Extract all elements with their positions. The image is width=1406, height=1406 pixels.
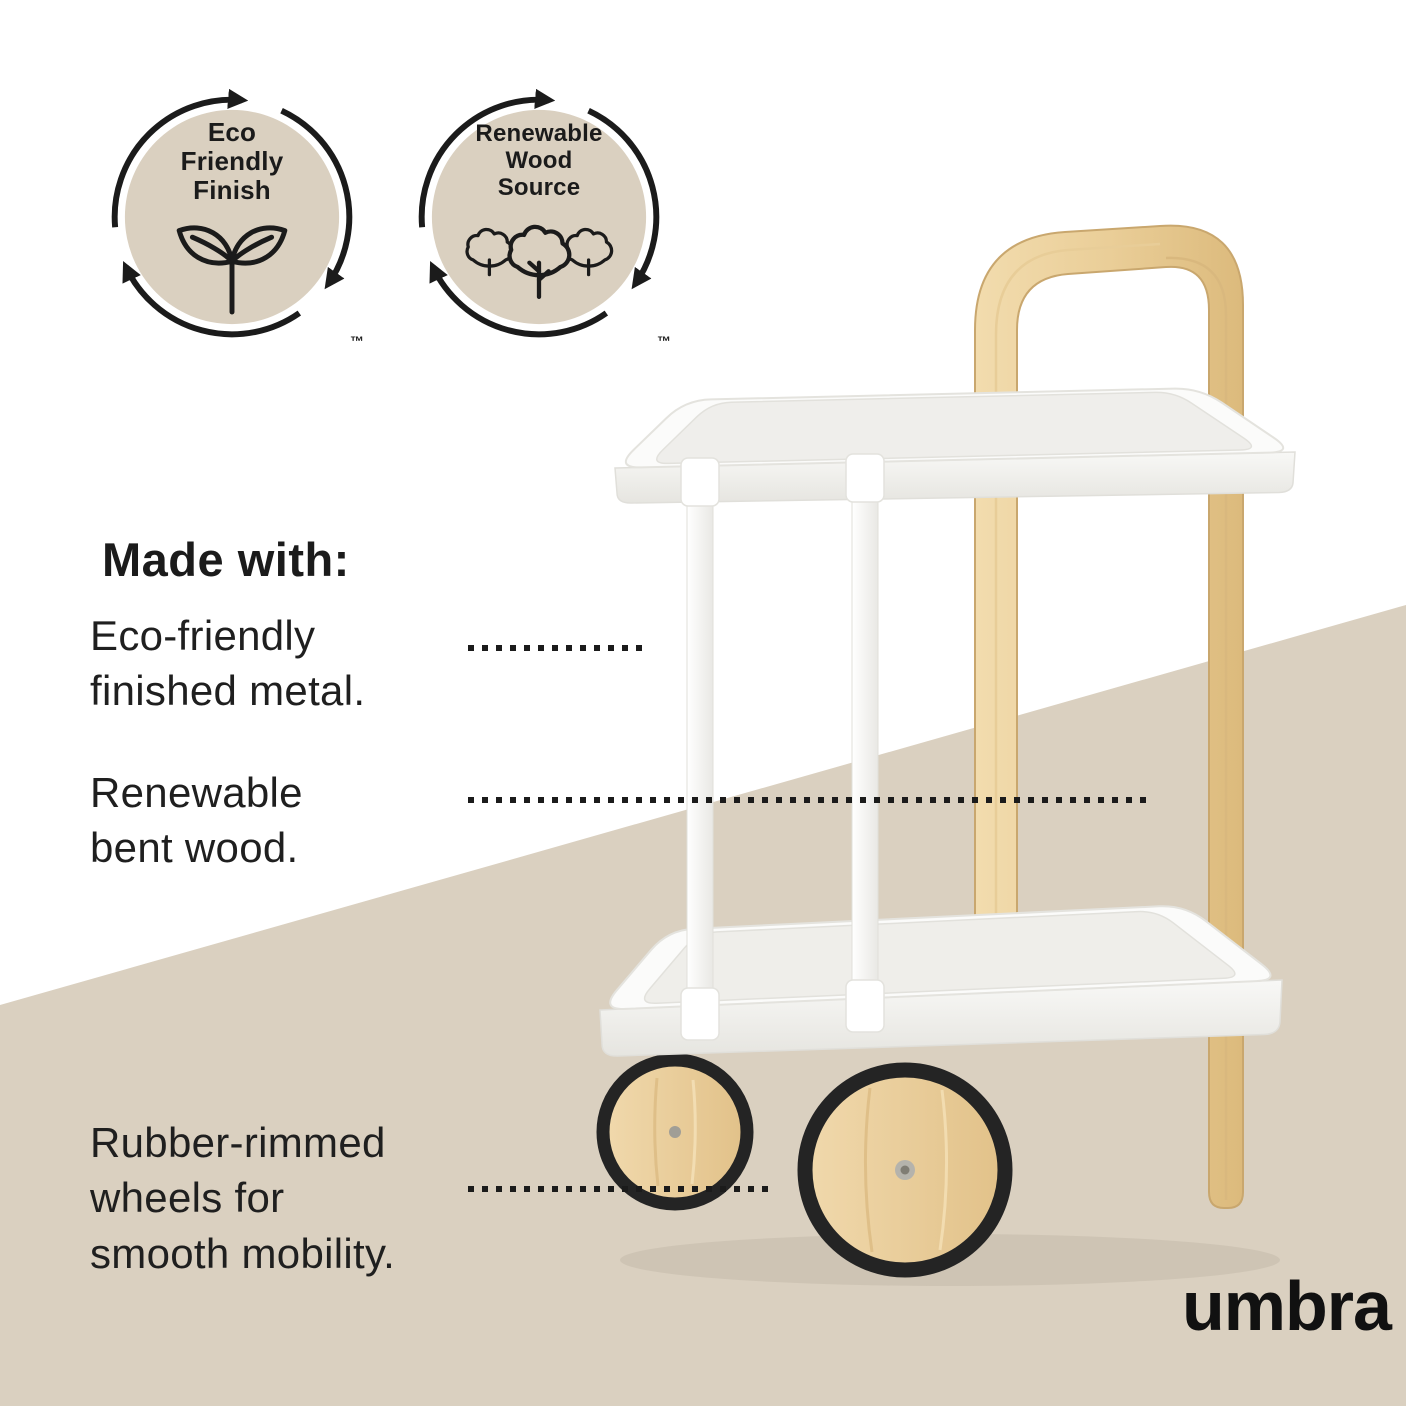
feature-item-wheels: Rubber-rimmed wheels for smooth mobility… <box>90 1119 396 1277</box>
metal-leg-middle <box>845 453 885 1033</box>
trademark-symbol: ™ <box>350 333 364 349</box>
bent-wood-handle <box>974 224 1244 1209</box>
circular-arrows-icon <box>418 88 660 338</box>
bar-cart-product-image <box>596 224 1296 1286</box>
top-tray <box>614 387 1296 504</box>
umbra-logo: umbra <box>1182 1267 1392 1345</box>
badge-renewable-wood-source: Renewable Wood Source ™ <box>403 81 675 353</box>
circular-arrows-icon <box>111 88 353 338</box>
leader-line-wood <box>468 797 1150 803</box>
leader-line-wheels <box>468 1186 768 1192</box>
badge-title-line: Renewable <box>475 120 603 147</box>
feature-item-metal: Eco-friendly finished metal. <box>90 612 366 715</box>
leader-line-metal <box>468 645 646 651</box>
badge-title-line: Finish <box>193 175 271 206</box>
badge-title-line: Friendly <box>180 146 284 177</box>
badge-title-line: Wood <box>505 146 573 174</box>
bottom-tray <box>599 905 1283 1057</box>
made-with-heading: Made with: <box>102 533 350 586</box>
leaf-sprout-icon <box>176 225 288 315</box>
badge-eco-friendly-finish: Eco Friendly Finish ™ <box>96 81 368 353</box>
far-wheel <box>596 1053 754 1211</box>
trademark-symbol: ™ <box>657 333 671 349</box>
metal-leg-front <box>680 457 720 1041</box>
trees-icon <box>465 224 614 300</box>
badge-title-line: Source <box>497 173 581 201</box>
badge-title: Eco Friendly Finish <box>96 117 368 206</box>
badge-title-line: Eco <box>207 117 257 147</box>
badge-title: Renewable Wood Source <box>403 120 675 202</box>
near-wheel <box>797 1062 1013 1278</box>
feature-item-wood: Renewable bent wood. <box>90 769 303 872</box>
